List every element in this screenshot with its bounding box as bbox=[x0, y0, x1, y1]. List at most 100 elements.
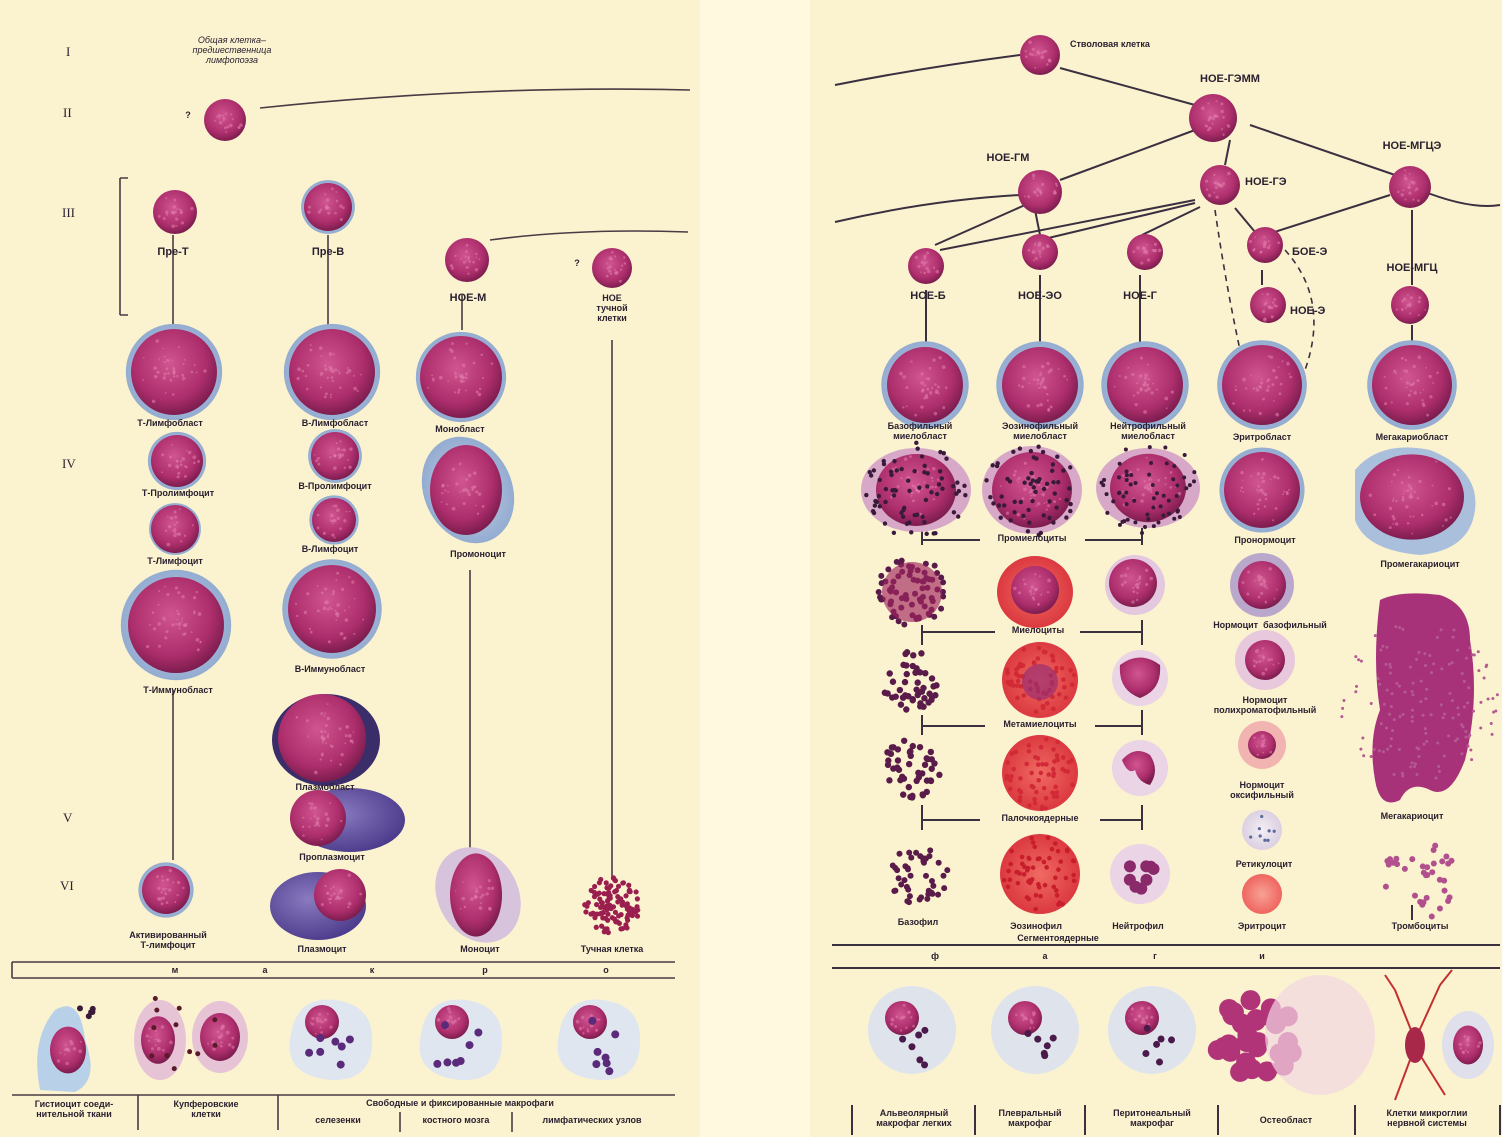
level-label: V bbox=[63, 810, 72, 826]
kupffer-cell-2 bbox=[200, 1013, 240, 1061]
basophilic-normocyte-cell bbox=[1238, 561, 1286, 609]
noe-e-label: НОЕ-Э bbox=[1290, 305, 1325, 317]
boe-e-label: БОЕ-Э bbox=[1292, 246, 1327, 258]
noe-g-cell bbox=[1127, 234, 1163, 270]
microglia-cell bbox=[1405, 1027, 1425, 1063]
plasmocyte-cell bbox=[314, 869, 366, 921]
eosinophilic-promyelocyte-nucleus bbox=[1011, 566, 1059, 614]
pre-t-label: Пре-Т bbox=[157, 246, 188, 258]
peritoneal-macrophage-cell bbox=[1125, 1001, 1159, 1035]
t-lymphoblast-cell bbox=[126, 324, 222, 420]
level-label: I bbox=[66, 44, 70, 60]
neutrophilic-myelocyte-nucleus bbox=[1109, 559, 1157, 607]
basophilic-myeloblast-label: Базофильный миелобласт bbox=[888, 422, 953, 442]
monoblast-label: Монобласт bbox=[435, 425, 484, 435]
stem-cell bbox=[1020, 35, 1060, 75]
neutrophil-cytoplasm bbox=[1110, 844, 1170, 904]
pre-t-cell bbox=[153, 190, 197, 234]
macrophage-cell bbox=[305, 1005, 339, 1039]
level-label: II bbox=[63, 105, 72, 121]
page-gutter bbox=[700, 0, 810, 1137]
level-label: VI bbox=[60, 878, 74, 894]
monocyte-label: Моноцит bbox=[460, 945, 499, 955]
histiocyte-label: Гистиоцит соеди- нительной ткани bbox=[35, 1100, 114, 1120]
macrophage-letter: ф bbox=[931, 952, 939, 962]
basophil-label: Базофил bbox=[898, 918, 938, 928]
b-lymphoblast-label: В-Лимфобласт bbox=[302, 419, 369, 429]
noe-mast-label: НОЕ тучной клетки bbox=[596, 294, 627, 324]
level-label: IV bbox=[62, 456, 76, 472]
promyelocytes-label: Промиелоциты bbox=[998, 534, 1067, 544]
megakaryocyte-cell bbox=[1372, 593, 1474, 802]
boe-e-cell bbox=[1247, 227, 1283, 263]
plasmoblast-cell bbox=[278, 694, 366, 782]
lymph-nodes-label: лимфатических узлов bbox=[542, 1116, 641, 1126]
t-prolymphocyte-cell bbox=[148, 432, 206, 490]
pre-b-cell bbox=[301, 180, 355, 234]
noe-gemm-cell bbox=[1189, 94, 1237, 142]
erythrocyte-label: Эритроцит bbox=[1238, 922, 1286, 932]
platelets-label: Тромбоциты bbox=[1392, 922, 1449, 932]
b-immunoblast-label: В-Иммунобласт bbox=[295, 665, 366, 675]
promegakaryocyte-cell bbox=[1360, 454, 1464, 539]
pronormocyte-label: Пронормоцит bbox=[1234, 536, 1295, 546]
noe-mgce-label: НОЕ-МГЦЭ bbox=[1383, 140, 1442, 152]
microglia-round-cell bbox=[1453, 1026, 1483, 1065]
common-lymphoid-precursor-label: Общая клетка– предшественница лимфопоэза bbox=[193, 36, 272, 66]
promonocyte-cell bbox=[430, 445, 502, 535]
microglia-label: Клетки микроглии нервной системы bbox=[1387, 1109, 1468, 1129]
macrophage-cell bbox=[435, 1005, 469, 1039]
megakaryoblast-label: Мегакариобласт bbox=[1376, 433, 1449, 443]
erythroblast-cell bbox=[1217, 340, 1307, 430]
question-mark: ? bbox=[185, 111, 191, 121]
t-prolymphocyte-label: Т-Пролимфоцит bbox=[142, 489, 214, 499]
polychromatophilic-normocyte-label: Нормоцит полихроматофильный bbox=[1214, 696, 1317, 716]
myelocytes-label: Миелоциты bbox=[1012, 626, 1064, 636]
kupffer-label: Купферовские клетки bbox=[173, 1100, 238, 1120]
osteoblast-label: Остеобласт bbox=[1260, 1116, 1312, 1126]
erythrocyte-cell bbox=[1242, 874, 1282, 914]
t-lymphocyte-cell bbox=[149, 503, 201, 555]
noe-mast-cell bbox=[592, 248, 632, 288]
erythroblast-label: Эритробласт bbox=[1233, 433, 1291, 443]
neutrophilic-myeloblast-cell bbox=[1101, 341, 1188, 428]
noe-gm-cell bbox=[1018, 170, 1062, 214]
noe-ge-label: НОЕ-ГЭ bbox=[1245, 176, 1287, 188]
stem-cell-label: Стволовая клетка bbox=[1070, 40, 1150, 50]
osteoblast-matrix bbox=[1265, 975, 1375, 1095]
lymphoid-precursor-cell bbox=[204, 99, 246, 141]
promonocyte-label: Промоноцит bbox=[450, 550, 506, 560]
t-immunoblast-label: Т-Иммунобласт bbox=[143, 686, 213, 696]
macrophage-letter: а bbox=[262, 966, 267, 976]
t-lymphocyte-label: Т-Лимфоцит bbox=[147, 557, 203, 567]
noe-b-label: НОЕ-Б bbox=[910, 290, 945, 302]
macrophage-letter: к bbox=[370, 966, 375, 976]
monoblast-cell bbox=[416, 332, 506, 422]
b-prolymphocyte-label: В-Пролимфоцит bbox=[298, 482, 371, 492]
plasmocyte-label: Плазмоцит bbox=[297, 945, 346, 955]
eosinophil-label: Эозинофил bbox=[1010, 922, 1062, 932]
alveolar-macrophage-label: Альвеолярный макрофаг легких bbox=[876, 1109, 952, 1129]
proplasmocyte-cell bbox=[290, 790, 346, 846]
bone-marrow-label: костного мозга bbox=[423, 1116, 490, 1126]
alveolar-macrophage-cell bbox=[885, 1001, 919, 1035]
basophilic-myeloblast-cell bbox=[881, 341, 968, 428]
neutrophil-label: Нейтрофил bbox=[1112, 922, 1164, 932]
promegakaryocyte-label: Промегакариоцит bbox=[1380, 560, 1459, 570]
segmented-label: Сегментоядерные bbox=[1017, 934, 1099, 944]
monocyte-cell bbox=[450, 853, 502, 936]
macrophage-letter: и bbox=[1259, 952, 1265, 962]
band-cells-label: Палочкоядерные bbox=[1002, 814, 1079, 824]
noe-m-label: НОЕ-М bbox=[450, 292, 487, 304]
kupffer-cell-1 bbox=[141, 1016, 175, 1064]
b-lymphocyte-cell bbox=[309, 495, 358, 544]
b-lymphoblast-cell bbox=[284, 324, 380, 420]
noe-g-label: НОЕ-Г bbox=[1123, 290, 1157, 302]
b-prolymphocyte-cell bbox=[308, 429, 362, 483]
megakaryoblast-cell bbox=[1367, 340, 1457, 430]
noe-ge-cell bbox=[1200, 165, 1240, 205]
eosinophilic-myeloblast-cell bbox=[996, 341, 1083, 428]
free-fixed-macrophages-label: Свободные и фиксированные макрофаги bbox=[366, 1099, 554, 1109]
